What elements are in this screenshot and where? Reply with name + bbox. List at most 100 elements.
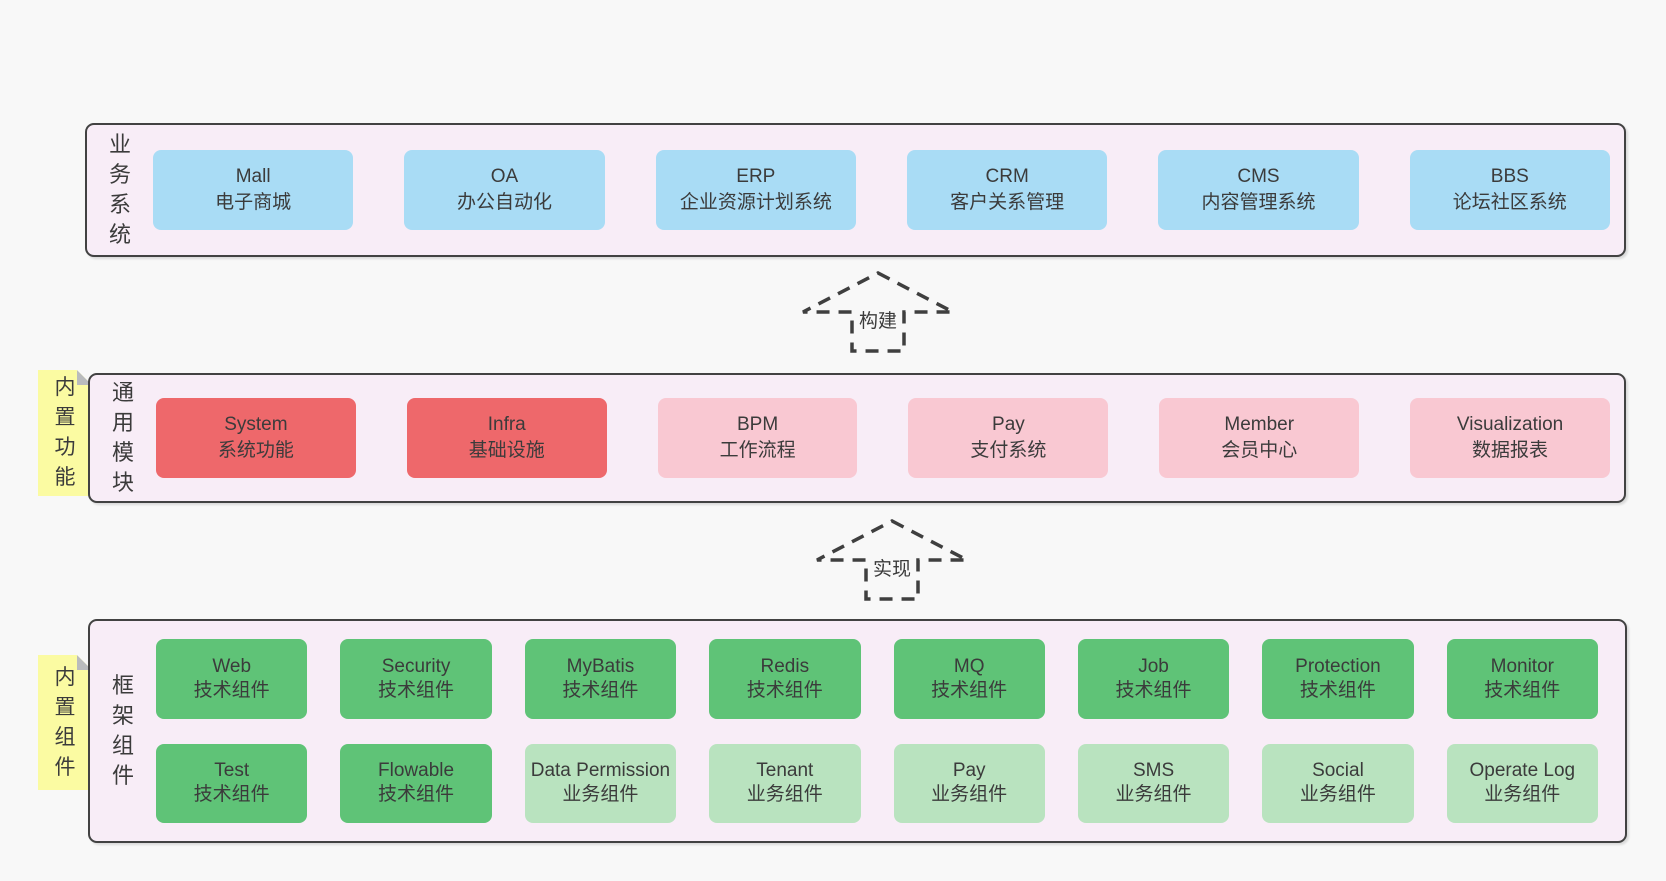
box-name-text: BBS <box>1490 166 1529 187</box>
box-mall: Mall 电子商城 <box>153 150 354 230</box>
build-arrow-icon: 构建 <box>800 270 956 354</box>
box-desc-text: 业务组件 <box>1484 784 1561 806</box>
box-mq: MQ 技术组件 <box>893 639 1045 719</box>
box-name-text: Pay <box>992 414 1025 435</box>
box-desc-text: 技术组件 <box>1115 679 1192 701</box>
box-name-text: Tenant <box>756 760 814 782</box>
box-web: Web 技术组件 <box>156 639 308 719</box>
box-pay: Pay 支付系统 <box>908 398 1109 478</box>
box-desc-text: 技术组件 <box>746 679 823 701</box>
up-arrow-icon <box>816 519 968 601</box>
box-desc-text: 内容管理系统 <box>1201 192 1316 213</box>
box-pay-business: Pay 业务组件 <box>893 743 1045 823</box>
box-name-text: Monitor <box>1490 655 1554 677</box>
box-desc-text: 业务组件 <box>562 784 639 806</box>
box-desc-text: 办公自动化 <box>456 192 552 213</box>
layer-framework-components: 框架组件 Web 技术组件 Security 技术组件 MyBatis 技术组件… <box>88 619 1627 843</box>
box-operate-log: Operate Log 业务组件 <box>1446 743 1598 823</box>
box-security: Security 技术组件 <box>340 639 492 719</box>
components-box-grid: Web 技术组件 Security 技术组件 MyBatis 技术组件 Redi… <box>156 621 1625 841</box>
box-name-text: CRM <box>985 166 1029 187</box>
box-system: System 系统功能 <box>156 398 356 478</box>
box-visualization: Visualization 数据报表 <box>1410 398 1610 478</box>
box-desc-text: 技术组件 <box>562 679 639 701</box>
box-name-text: Security <box>381 655 451 677</box>
up-arrow-icon <box>802 271 954 353</box>
box-name-text: Web <box>212 655 252 677</box>
box-name-text: Pay <box>952 760 986 782</box>
box-desc-text: 企业资源计划系统 <box>679 192 832 213</box>
box-desc-text: 会员中心 <box>1221 440 1298 461</box>
box-crm: CRM 客户关系管理 <box>906 150 1108 230</box>
box-desc-text: 系统功能 <box>217 440 294 461</box>
box-mybatis: MyBatis 技术组件 <box>524 639 677 719</box>
layer-label-business: 业务系统 <box>87 125 153 255</box>
box-test: Test 技术组件 <box>156 743 308 823</box>
box-monitor: Monitor 技术组件 <box>1446 639 1598 719</box>
box-desc-text: 工作流程 <box>719 440 796 461</box>
note-text: 内置组件 <box>54 665 76 779</box>
box-bpm: BPM 工作流程 <box>657 398 858 478</box>
note-built-in-functions: 内置功能 <box>38 370 92 496</box>
layer-label-components: 框架组件 <box>90 621 156 841</box>
box-desc-text: 技术组件 <box>193 679 270 701</box>
implement-arrow-icon: 实现 <box>814 518 970 602</box>
box-desc-text: 客户关系管理 <box>950 192 1065 213</box>
box-desc-text: 电子商城 <box>215 192 292 213</box>
box-member: Member 会员中心 <box>1159 398 1360 478</box>
box-name-text: Redis <box>760 655 810 677</box>
box-name-text: Social <box>1312 760 1364 782</box>
box-desc-text: 数据报表 <box>1472 440 1549 461</box>
box-redis: Redis 技术组件 <box>709 639 861 719</box>
note-built-in-components: 内置组件 <box>38 655 92 790</box>
box-data-permission: Data Permission 业务组件 <box>524 743 677 823</box>
layer-label-text: 框架组件 <box>111 673 134 788</box>
box-name-text: SMS <box>1132 760 1175 782</box>
box-name-text: Operate Log <box>1469 760 1576 782</box>
box-name-text: Flowable <box>378 760 455 782</box>
box-name-text: ERP <box>736 166 776 187</box>
box-name-text: MQ <box>953 655 985 677</box>
box-name-text: BPM <box>736 414 779 435</box>
layer-label-text: 通用模块 <box>111 380 134 495</box>
box-erp: ERP 企业资源计划系统 <box>655 150 856 230</box>
layer-common-modules: 通用模块 System 系统功能 Infra 基础设施 BPM 工作流程 Pay… <box>88 373 1626 503</box>
layer-label-text: 业务系统 <box>108 132 131 247</box>
box-flowable: Flowable 技术组件 <box>340 743 492 823</box>
box-name-text: OA <box>490 166 519 187</box>
modules-box-row: System 系统功能 Infra 基础设施 BPM 工作流程 Pay 支付系统… <box>156 375 1624 501</box>
box-name-text: Protection <box>1295 655 1381 677</box>
box-desc-text: 技术组件 <box>378 679 455 701</box>
box-desc-text: 业务组件 <box>931 784 1008 806</box>
box-tenant: Tenant 业务组件 <box>709 743 861 823</box>
box-name-text: Data Permission <box>530 760 671 782</box>
box-name-text: Job <box>1138 655 1169 677</box>
arrow-label: 实现 <box>869 554 915 581</box>
box-name-text: CMS <box>1237 166 1280 187</box>
box-desc-text: 论坛社区系统 <box>1452 192 1567 213</box>
layer-label-modules: 通用模块 <box>90 375 156 501</box>
box-desc-text: 技术组件 <box>1484 679 1561 701</box>
box-name-text: System <box>224 414 288 435</box>
arrow-label: 构建 <box>855 306 901 333</box>
box-job: Job 技术组件 <box>1077 639 1230 719</box>
box-oa: OA 办公自动化 <box>404 150 605 230</box>
box-desc-text: 技术组件 <box>1299 679 1376 701</box>
box-cms: CMS 内容管理系统 <box>1158 150 1359 230</box>
box-social: Social 业务组件 <box>1262 743 1414 823</box>
box-desc-text: 技术组件 <box>931 679 1008 701</box>
box-desc-text: 技术组件 <box>378 784 455 806</box>
business-box-row: Mall 电子商城 OA 办公自动化 ERP 企业资源计划系统 CRM 客户关系… <box>153 125 1624 255</box>
box-name-text: Member <box>1224 414 1295 435</box>
box-name-text: Test <box>214 760 250 782</box>
box-protection: Protection 技术组件 <box>1262 639 1414 719</box>
box-desc-text: 基础设施 <box>468 440 545 461</box>
note-text: 内置功能 <box>54 376 76 489</box>
box-sms: SMS 业务组件 <box>1077 743 1230 823</box>
layer-business-systems: 业务系统 Mall 电子商城 OA 办公自动化 ERP 企业资源计划系统 CRM… <box>85 123 1626 257</box>
box-name-text: Infra <box>487 414 526 435</box>
box-desc-text: 支付系统 <box>970 440 1047 461</box>
box-desc-text: 业务组件 <box>746 784 823 806</box>
box-desc-text: 业务组件 <box>1299 784 1376 806</box>
